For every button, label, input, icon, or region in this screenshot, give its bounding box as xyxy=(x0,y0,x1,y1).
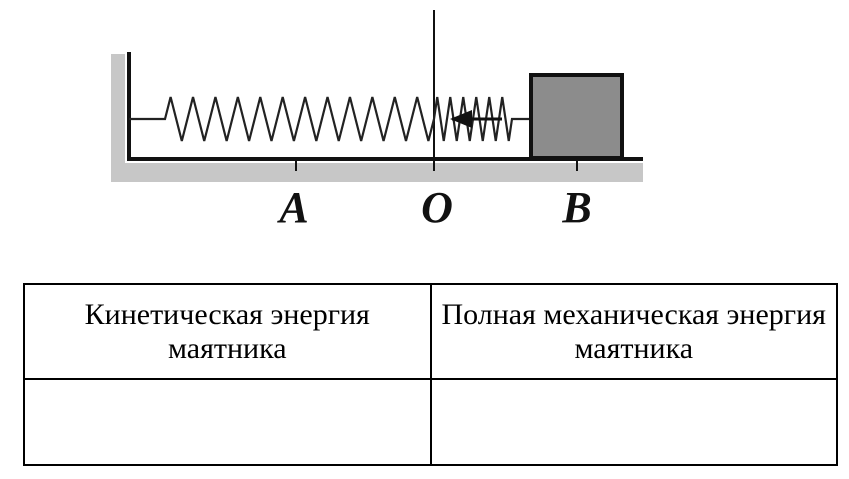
block xyxy=(529,73,624,160)
answer-cell-kinetic[interactable] xyxy=(23,378,432,466)
point-label-b: B xyxy=(561,183,591,232)
wall-shading xyxy=(111,54,125,182)
floor-shading xyxy=(111,163,643,182)
answer-cell-total[interactable] xyxy=(429,378,838,466)
point-label-o: O xyxy=(421,183,453,232)
table-answer-row xyxy=(23,378,838,466)
spring-pendulum-diagram: A O B xyxy=(111,10,643,232)
spring xyxy=(129,96,531,142)
table-header-row: Кинетическая энергия маятника Полная мех… xyxy=(23,283,838,380)
point-label-a: A xyxy=(276,183,308,232)
header-total-mechanical-energy: Полная механическая энергия маятника xyxy=(429,283,838,380)
velocity-arrow-head xyxy=(450,110,472,128)
answer-table: Кинетическая энергия маятника Полная мех… xyxy=(23,283,838,466)
header-kinetic-energy: Кинетическая энергия маятника xyxy=(23,283,432,380)
